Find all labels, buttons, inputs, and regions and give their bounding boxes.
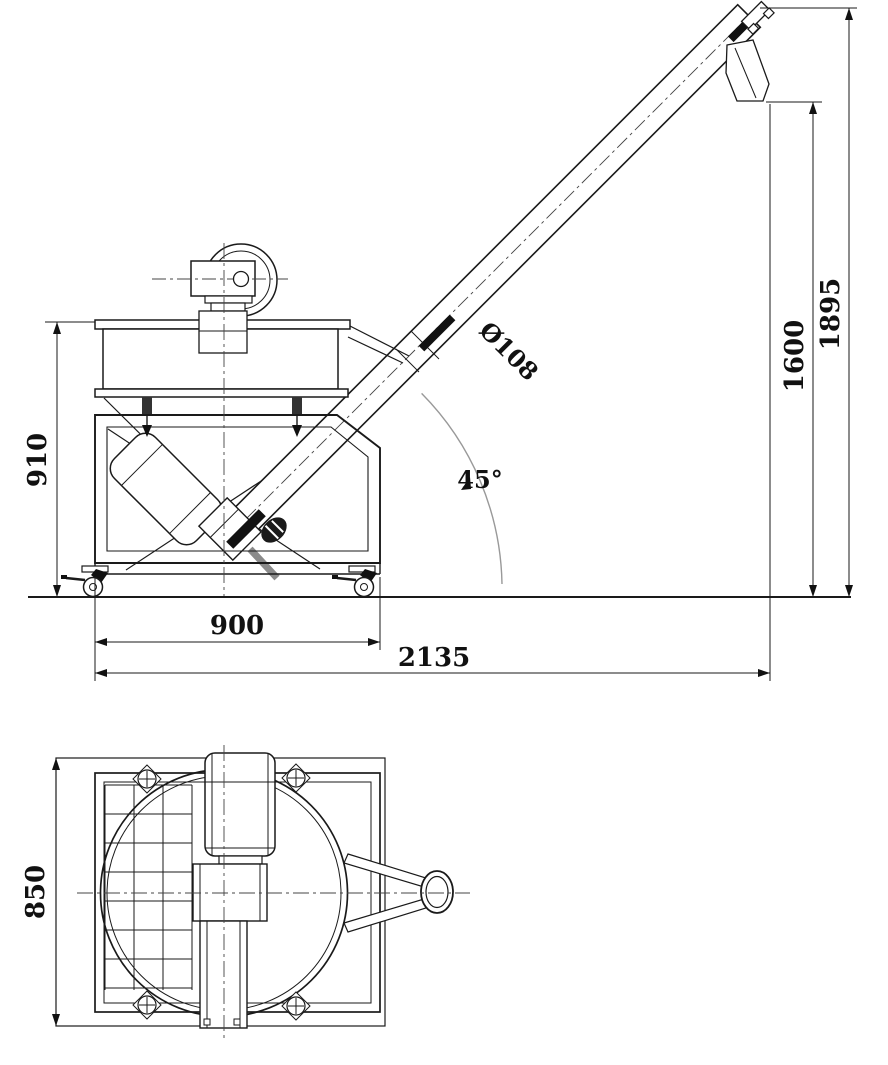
discharge-chute (725, 39, 770, 102)
clamp-bolt-icon (132, 764, 162, 794)
plan-discharge-outlet (343, 853, 454, 933)
dim-label-2135: 2135 (398, 643, 470, 673)
clamp-bolt-icon (281, 991, 311, 1021)
clamp-bolts (132, 763, 311, 1021)
dimension-tube-diameter: Ø108 (474, 316, 545, 387)
dimension-2135: 2135 (95, 104, 771, 681)
feed-chute (347, 324, 410, 364)
plan-view: 850 (21, 745, 470, 1040)
bolt-icon (762, 7, 775, 20)
dim-label-1895: 1895 (816, 278, 846, 350)
tube-centerline (245, 21, 744, 520)
dim-label-850: 850 (21, 865, 51, 919)
caster-left (61, 565, 109, 598)
vibration-motor (152, 243, 288, 354)
clamp-bolt-icon (281, 763, 311, 793)
dimension-angle: 45° (457, 465, 502, 494)
plan-motor (204, 752, 276, 865)
tube-mid-flange (418, 314, 456, 352)
auger-tube (227, 0, 775, 538)
dim-label-diameter: Ø108 (474, 316, 545, 387)
tube-inlet-cap (261, 517, 287, 543)
drive-motor-assembly (109, 432, 287, 581)
sieve-mesh-grid (104, 784, 193, 990)
angle-arrow-icon (461, 477, 471, 490)
dimension-1895: 1895 (760, 7, 857, 597)
dim-label-900: 900 (210, 611, 264, 641)
down-arrow-icon (142, 425, 152, 437)
down-arrow-icon (292, 425, 302, 437)
clamp-bolt-icon (132, 990, 162, 1020)
incline-angle-arc (421, 392, 503, 585)
dim-label-1600: 1600 (780, 320, 810, 392)
dimension-1600: 1600 (766, 101, 822, 597)
dim-label-angle: 45° (457, 465, 502, 494)
dim-label-910: 910 (23, 433, 53, 487)
gearbox (197, 496, 263, 562)
caster-right (332, 565, 377, 598)
dimension-900: 900 (94, 577, 381, 681)
dimension-910: 910 (23, 321, 95, 597)
bolt-icon (747, 22, 760, 35)
coupling-flange (226, 509, 266, 549)
dimension-850: 850 (21, 758, 60, 1026)
tube-end-cap (740, 0, 775, 35)
plan-trough (192, 863, 268, 1029)
side-elevation-view: 910 900 2135 1600 (23, 0, 857, 681)
plan-motor-flange (218, 855, 263, 865)
mount-studs (142, 397, 302, 437)
